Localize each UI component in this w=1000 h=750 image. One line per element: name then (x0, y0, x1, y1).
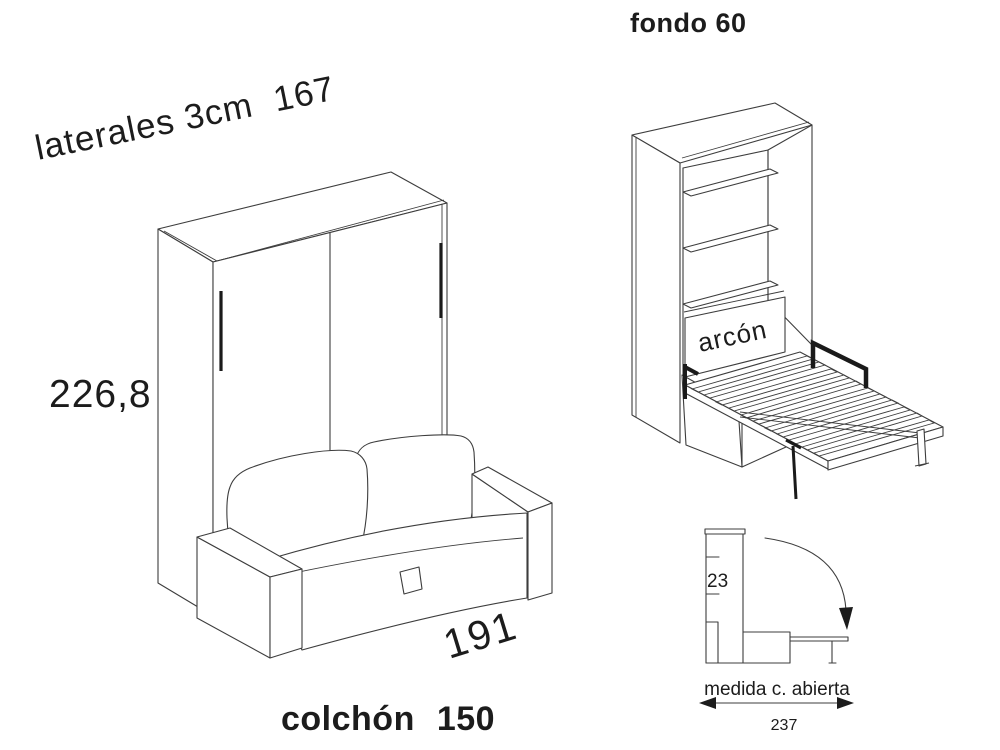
bed-slat (739, 380, 863, 419)
figure-side-profile (699, 528, 854, 709)
storage-panel-rim (683, 290, 785, 313)
label-height-value: 226,8 (49, 373, 152, 416)
profile-open-bed (789, 636, 849, 642)
armrest-left-end-face (269, 568, 303, 659)
measure-arrowhead-right (837, 697, 854, 709)
bed-leg-far (916, 428, 927, 467)
cabinet-interior-top (682, 149, 769, 169)
opening-arc-arrowhead (839, 607, 853, 630)
shelf-3 (682, 280, 779, 309)
label-colchon: colchón 150 (281, 700, 495, 738)
figure-open-wallbed (631, 102, 944, 500)
label-colchon-word: colchón (281, 700, 415, 738)
bed-slat (800, 412, 924, 451)
fold-out-bed (683, 339, 944, 500)
cabinet-top-rim (681, 121, 810, 159)
bed-slat (727, 374, 851, 412)
measure-arrowhead-left (699, 697, 716, 709)
shelf-1 (682, 168, 779, 197)
cabinet-left-face (631, 134, 681, 444)
profile-bed-leg (828, 640, 837, 664)
bed-head-bracket (683, 364, 699, 399)
bed-headboard-rail (810, 339, 869, 388)
label-open-measure: medida c. abierta (704, 679, 850, 700)
label-laterales: laterales 3cm (32, 86, 256, 168)
bed-slat (751, 387, 876, 425)
label-open-measure-value: 237 (771, 717, 798, 734)
label-fondo: fondo 60 (630, 8, 747, 38)
label-width-value: 167 (270, 69, 338, 119)
sofa-pull-strap (399, 566, 423, 595)
sofa-armrest-left (196, 527, 303, 659)
bed-slat (812, 419, 936, 457)
profile-bench (742, 631, 791, 664)
cabinet-open (631, 102, 813, 444)
bed-support-beam (739, 411, 921, 439)
label-laterales-width: laterales 3cm 167 (32, 69, 338, 168)
label-colchon-value: 150 (437, 700, 495, 738)
shelf-2 (682, 224, 779, 253)
sofa (196, 434, 553, 659)
bed-slat (714, 368, 839, 406)
armrest-right-end-face (527, 502, 553, 601)
opening-arc (764, 537, 847, 611)
bed-slat (763, 393, 888, 432)
sofa-seat-seam (269, 537, 524, 579)
sofa-seat-front (265, 512, 528, 651)
profile-cabinet-top-cap (704, 528, 746, 535)
bed-slat (702, 361, 827, 399)
profile-plinth (705, 621, 719, 664)
bed-leg-far-foot (914, 462, 930, 467)
figure-closed-wallbed-sofa (157, 171, 553, 659)
bed-leg-near (785, 438, 802, 500)
label-profile-depth: 23 (707, 571, 728, 592)
bed-slats (690, 355, 936, 457)
storage-panel (684, 296, 786, 378)
profile-cabinet (705, 533, 744, 664)
bed-slat (775, 399, 900, 438)
